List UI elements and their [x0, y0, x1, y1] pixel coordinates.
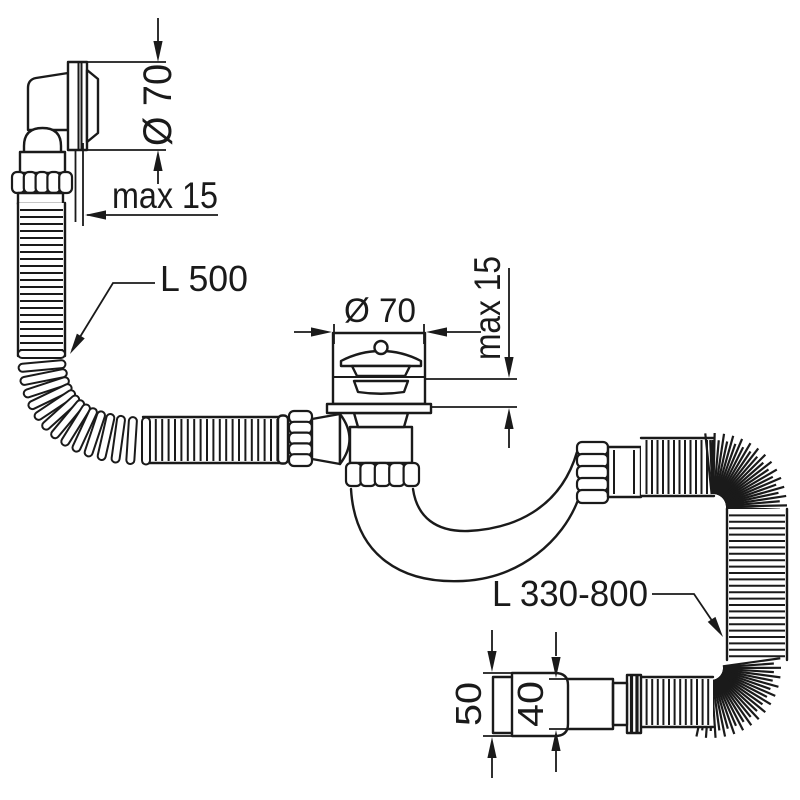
- hose-end-cuff: [276, 414, 290, 465]
- outlet-step-ring: [611, 681, 629, 727]
- overflow-ring-nut: [10, 170, 74, 195]
- outlet-pipe-40: [566, 677, 615, 731]
- outlet-sleeve-50: [510, 671, 570, 738]
- outlet-adapter: [606, 445, 643, 499]
- hose-horizontal-ribs: [148, 419, 279, 461]
- arrowhead: [85, 210, 106, 220]
- outlet-union-ring: [625, 673, 643, 735]
- drain-side-boss: [338, 412, 351, 466]
- arrowhead: [70, 333, 85, 354]
- dim-drain-wall: max 15: [467, 256, 508, 360]
- dim-outlet-inner-diameter: 40: [510, 681, 551, 727]
- arrowhead: [504, 357, 514, 378]
- drain-assembly: [287, 331, 433, 488]
- arrowhead: [153, 41, 163, 62]
- arrowhead: [311, 327, 332, 337]
- outlet-hose-upper-bend: [704, 432, 788, 516]
- overflow-faceplate: [85, 68, 100, 144]
- overflow-plate-slot: [77, 62, 83, 150]
- drain-plug-cup-lower: [352, 379, 410, 395]
- arrowhead: [551, 657, 561, 678]
- overflow-body: [26, 71, 70, 132]
- outlet-hose-vertical-ribs: [729, 514, 785, 658]
- overflow-elbow-collar: [22, 126, 63, 155]
- trap-hose-body: [351, 452, 578, 582]
- arrowhead: [426, 327, 447, 337]
- outlet-hose-bottom-ribs: [645, 679, 710, 725]
- dim-outlet-outer-diameter: 50: [448, 682, 489, 726]
- dim-overflow-diameter: Ø 70: [136, 64, 180, 146]
- dim-overflow-wall: max 15: [112, 175, 218, 216]
- drain-inlet-adapter: [310, 412, 342, 466]
- arrowhead: [551, 730, 561, 751]
- hose-horizontal-body: [143, 417, 280, 463]
- arrowhead: [504, 408, 514, 429]
- drain-neck: [352, 411, 410, 429]
- hose-vertical-ribs: [20, 209, 63, 351]
- drain-bottom-nut: [344, 461, 421, 488]
- arrowhead: [707, 616, 723, 637]
- arrowhead: [487, 651, 497, 672]
- arrowhead: [153, 150, 163, 171]
- drain-barrel: [348, 425, 414, 465]
- trap-hose: [349, 450, 580, 583]
- overflow-hose-collar: [16, 191, 65, 206]
- outlet-end-face: [491, 675, 514, 735]
- outlet-nut: [575, 440, 610, 505]
- arrowhead: [487, 737, 497, 758]
- drain-plug-cup-upper: [350, 364, 412, 378]
- overflow-hose: [16, 201, 290, 466]
- overflow-socket: [18, 150, 67, 175]
- drain-flange: [325, 402, 433, 415]
- dimensions: Ø 70 max 15 L 500 Ø 70 max 15 L 330-800 …: [68, 18, 723, 778]
- label-outlet-hose-length: L 330-800: [492, 573, 648, 614]
- label-overflow-hose-length: L 500: [160, 258, 248, 299]
- drain-inlet-nut: [287, 409, 314, 468]
- dim-drain-diameter: Ø 70: [344, 292, 416, 330]
- overflow-fitting: [10, 60, 100, 206]
- outlet-hose: [491, 432, 789, 738]
- drain-plug-knob: [373, 339, 389, 356]
- hose-bend-pleats: [17, 349, 151, 466]
